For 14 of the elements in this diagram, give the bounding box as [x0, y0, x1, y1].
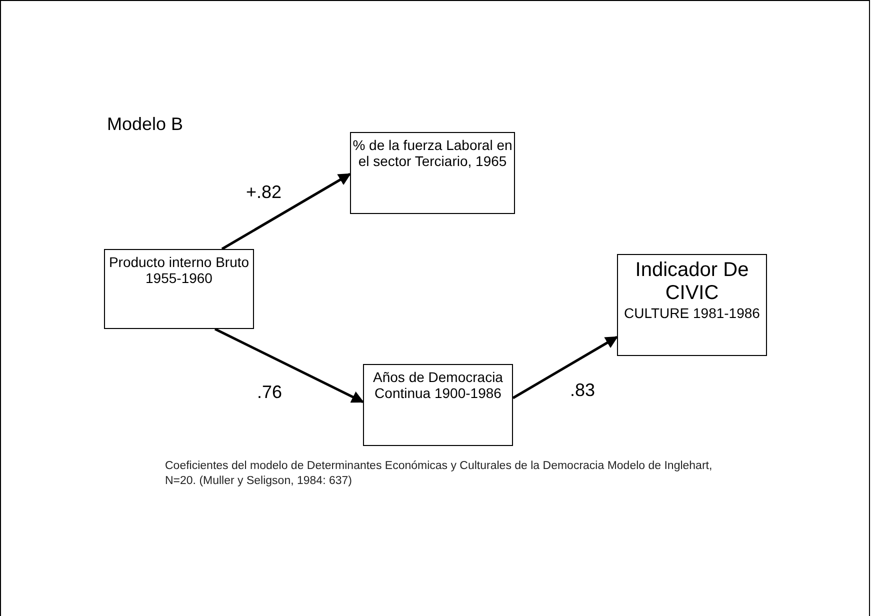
diagram-title: Modelo B: [107, 114, 184, 135]
variable-box: [363, 364, 513, 446]
caption: Coeficientes del modelo de Determinantes Económicas y Culturales de la Democracia Modelo de Inglehart, N=20. (Muller y Seligson, 1984: 637): [165, 459, 714, 489]
box-text: Indicador De CIVIC: [634, 259, 750, 305]
variable-box: [617, 254, 767, 356]
box-text: Años de Democracia Continua 1900-1986: [372, 369, 504, 402]
variable-box: [104, 249, 254, 329]
box-text: CULTURE 1981-1986: [623, 305, 761, 322]
box-text: Producto interno Bruto 1955-1960: [108, 254, 250, 286]
box-text: % de la fuerza Laboral en el sector Terciario, 1965: [352, 137, 514, 170]
arrow: [214, 328, 364, 404]
arrow: [221, 172, 352, 250]
arrow: [512, 336, 618, 400]
variable-box: [350, 132, 515, 214]
